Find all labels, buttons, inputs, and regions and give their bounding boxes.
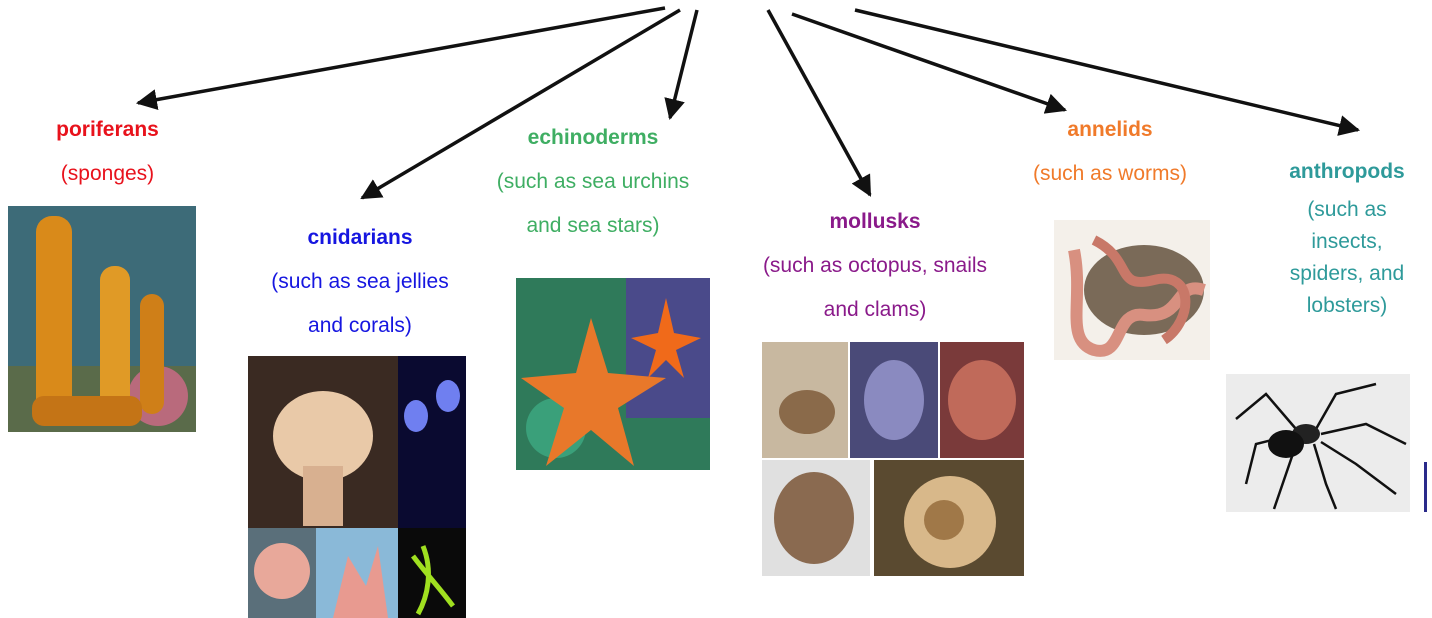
group-mollusks: mollusks (such as octopus, snails and cl… — [735, 200, 1015, 332]
group-subtitle-line: (such as octopus, snails — [735, 244, 1015, 288]
group-subtitle-line: (such as — [1262, 194, 1432, 226]
group-subtitle-line: lobsters) — [1262, 290, 1432, 322]
group-subtitle-line: (such as sea jellies — [240, 260, 480, 304]
group-subtitle-line: and corals) — [240, 304, 480, 348]
group-subtitle-line: (such as worms) — [1010, 152, 1210, 196]
arrow-to-echinoderms — [670, 10, 697, 118]
group-title: poriferans — [20, 108, 195, 152]
edge-mark — [1424, 462, 1427, 512]
group-cnidarians: cnidarians (such as sea jellies and cora… — [240, 216, 480, 348]
mollusk-photo — [762, 342, 1024, 576]
group-subtitle-line: (such as sea urchins — [468, 160, 718, 204]
group-echinoderms: echinoderms (such as sea urchins and sea… — [468, 116, 718, 248]
starfish-photo — [516, 278, 710, 470]
group-subtitle-line: spiders, and — [1262, 258, 1432, 290]
group-subtitle-line: insects, — [1262, 226, 1432, 258]
group-annelids: annelids (such as worms) — [1010, 108, 1210, 196]
group-title: echinoderms — [468, 116, 718, 160]
group-subtitle-line: (sponges) — [20, 152, 195, 196]
group-subtitle-line: and clams) — [735, 288, 1015, 332]
sponge-photo — [8, 206, 196, 432]
group-title: annelids — [1010, 108, 1210, 152]
cnidarian-photo — [248, 356, 466, 618]
group-title: anthropods — [1262, 150, 1432, 194]
group-title: mollusks — [735, 200, 1015, 244]
group-poriferans: poriferans (sponges) — [20, 108, 195, 196]
arrow-to-poriferans — [138, 8, 665, 103]
group-title: cnidarians — [240, 216, 480, 260]
group-anthropods: anthropods (such as insects, spiders, an… — [1262, 150, 1432, 322]
spider-photo — [1226, 374, 1410, 512]
worms-photo — [1054, 220, 1210, 360]
group-subtitle-line: and sea stars) — [468, 204, 718, 248]
